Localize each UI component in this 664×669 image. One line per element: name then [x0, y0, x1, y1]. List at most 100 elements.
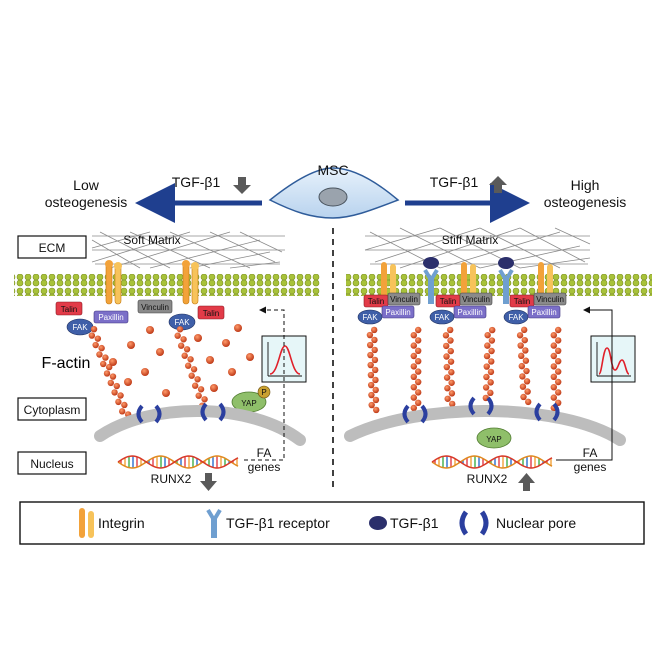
right-actin-strand-4 [482, 326, 496, 402]
left-actin-strand-1 [88, 325, 132, 425]
right-tgf-receptor-1 [423, 257, 439, 304]
right-actin-strand-1 [366, 326, 380, 414]
left-genes-label: genes [248, 460, 281, 474]
ecm-row-label: ECM [17, 235, 87, 259]
right-fa-gene-feedback-arrow [556, 306, 613, 461]
legend-integrin-icon [79, 508, 94, 538]
legend-tgf-label: TGF-β1 [390, 515, 439, 531]
msc-label: MSC [317, 162, 348, 178]
left-nuclear-pore-1 [136, 404, 162, 424]
msc-cell [268, 167, 400, 219]
svg-text:Talin: Talin [61, 305, 77, 314]
svg-text:ECM: ECM [39, 241, 66, 255]
right-actin-filaments [366, 326, 562, 414]
left-vinculin: Vinculin [137, 299, 173, 314]
left-integrin-2 [182, 260, 199, 305]
svg-text:Talin: Talin [203, 309, 219, 318]
svg-text:Vinculin: Vinculin [141, 303, 169, 312]
left-dna-helix [117, 455, 239, 469]
talin-label: Talin [368, 297, 384, 306]
low-osteogenesis-label: osteogenesis [45, 194, 128, 210]
left-yap-phosphorylated: YAP P [231, 385, 271, 413]
cytoplasm-row-label: Cytoplasm [17, 397, 87, 421]
paxillin-label: Paxillin [385, 308, 410, 317]
nucleus-row-label: Nucleus [17, 451, 87, 475]
right-membrane [346, 274, 652, 296]
vinculin-label: Vinculin [536, 295, 564, 304]
left-nuclear-envelope [94, 405, 306, 446]
left-nuclear-pore-2 [200, 402, 226, 422]
left-fa-gene-feedback-arrow [244, 306, 285, 461]
vinculin-label: Vinculin [390, 295, 418, 304]
legend-tgf-receptor-icon [206, 508, 222, 538]
fak-label: FAK [508, 313, 524, 322]
svg-text:FAK: FAK [72, 323, 88, 332]
right-runx2-label: RUNX2 [467, 472, 508, 486]
talin-label: Talin [514, 297, 530, 306]
fak-label: FAK [362, 313, 378, 322]
left-actin-filament-1 [88, 325, 132, 425]
legend-tgf-icon [369, 516, 387, 530]
stiff-matrix-mesh [364, 227, 591, 269]
legend-tgf-receptor-label: TGF-β1 receptor [226, 515, 330, 531]
legend-integrin-label: Integrin [98, 515, 145, 531]
right-genes-label: genes [574, 460, 607, 474]
low-label: Low [73, 177, 100, 193]
paxillin-label: Paxillin [457, 308, 482, 317]
svg-text:Cytoplasm: Cytoplasm [24, 403, 81, 417]
high-osteogenesis-label: osteogenesis [544, 194, 627, 210]
right-tgf-label: TGF-β1 [430, 174, 479, 190]
right-actin-strand-6 [550, 326, 562, 412]
right-dna-helix [431, 455, 553, 469]
runx2-up-arrow-icon [518, 473, 535, 491]
right-nuclear-pore-2 [468, 396, 494, 416]
right-nuclear-pore-1 [402, 404, 428, 424]
right-actin-strand-2 [410, 326, 422, 412]
left-talin-1: Talin [55, 301, 83, 316]
right-actin-strand-3 [442, 326, 456, 408]
vinculin-label: Vinculin [462, 295, 490, 304]
svg-text:YAP: YAP [241, 399, 256, 408]
talin-label: Talin [440, 297, 456, 306]
left-fa-label: FA [257, 446, 272, 460]
legend-nuclear-pore-icon [459, 510, 489, 536]
f-actin-label: F-actin [42, 355, 91, 372]
runx2-down-arrow-icon [200, 473, 217, 491]
left-actin-filament-2 [174, 326, 212, 413]
legend-box [19, 501, 645, 545]
right-fa-label: FA [583, 446, 598, 460]
right-fa-expression-graph [590, 335, 636, 383]
left-fak-2: FAK [168, 313, 196, 331]
tgf-up-arrow-icon [489, 176, 507, 193]
svg-text:Nucleus: Nucleus [30, 457, 73, 471]
left-tgf-label: TGF-β1 [172, 174, 221, 190]
fak-label: FAK [434, 313, 450, 322]
right-nuclear-pore-3 [534, 402, 560, 422]
left-talin-2: Talin [197, 305, 225, 320]
stiff-matrix-label: Stiff Matrix [442, 233, 498, 247]
high-label: High [571, 177, 600, 193]
left-g-actin-monomers [109, 324, 254, 397]
paxillin-label: Paxillin [531, 308, 556, 317]
left-runx2-label: RUNX2 [151, 472, 192, 486]
right-actin-strand-5 [516, 326, 532, 406]
svg-text:YAP: YAP [486, 435, 501, 444]
left-membrane [14, 274, 320, 296]
right-yap-nuclear: YAP [476, 427, 512, 449]
legend-nuclear-pore-label: Nuclear pore [496, 515, 576, 531]
left-actin-strand-2 [174, 326, 212, 413]
right-tgf-receptor-2 [498, 257, 514, 304]
left-integrin-1 [105, 260, 122, 305]
svg-text:FAK: FAK [174, 318, 190, 327]
soft-matrix-label: Soft Matrix [123, 233, 180, 247]
svg-text:Paxillin: Paxillin [98, 313, 123, 322]
left-fak-1: FAK [66, 318, 94, 336]
tgf-down-arrow-icon [233, 177, 251, 194]
left-paxillin: Paxillin [93, 310, 129, 324]
